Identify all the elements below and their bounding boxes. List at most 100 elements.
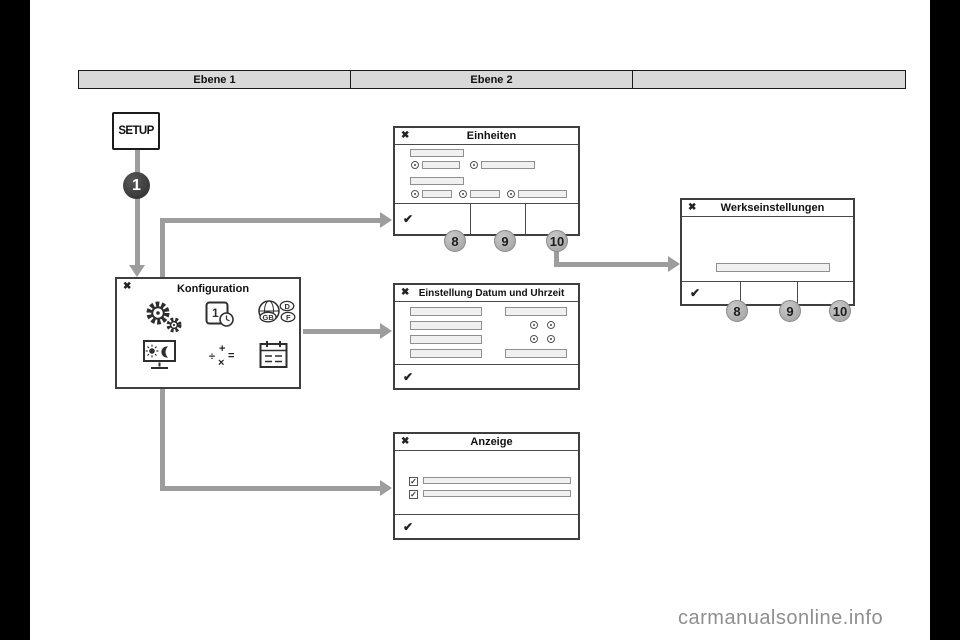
konfiguration-dialog: ✖ Konfiguration 1 bbox=[115, 277, 301, 389]
footer-button-cell bbox=[470, 204, 525, 234]
input-field bbox=[410, 307, 482, 316]
display-day-night-icon bbox=[143, 340, 179, 376]
level-2-header: Ebene 2 bbox=[351, 71, 633, 88]
level-1-header: Ebene 1 bbox=[79, 71, 351, 88]
konfiguration-title: Konfiguration bbox=[176, 283, 250, 295]
input-field bbox=[481, 161, 535, 169]
key-badge-9: 9 bbox=[494, 230, 516, 252]
level-3-header bbox=[633, 71, 905, 88]
input-field bbox=[423, 490, 571, 497]
input-field bbox=[518, 190, 567, 198]
radio-button bbox=[530, 335, 538, 343]
system-settings-icon bbox=[143, 299, 187, 340]
arrow-setup-to-konfiguration-head bbox=[129, 265, 145, 277]
close-icon: ✖ bbox=[401, 287, 410, 298]
calendar-icon bbox=[259, 340, 289, 374]
level-header-bar: Ebene 1 Ebene 2 bbox=[78, 70, 906, 89]
input-field bbox=[470, 190, 500, 198]
confirm-icon: ✔ bbox=[403, 519, 414, 534]
input-field bbox=[410, 321, 482, 330]
radio-button bbox=[547, 335, 555, 343]
units-math-icon: + ÷ × = bbox=[209, 343, 235, 369]
arrow-einheiten-to-werkseinstellungen-hline bbox=[554, 262, 668, 267]
footer-button-cell: ✔ bbox=[395, 365, 578, 388]
key-badge-10: 10 bbox=[829, 300, 851, 322]
scan-edge-right bbox=[930, 0, 960, 640]
werkseinstellungen-dialog: ✖ Werkseinstellungen ✔ bbox=[680, 198, 855, 306]
checkbox-icon: ✓ bbox=[409, 477, 418, 486]
input-field bbox=[410, 349, 482, 358]
einheiten-footer: ✔ bbox=[395, 203, 578, 234]
key-badge-9: 9 bbox=[779, 300, 801, 322]
watermark: carmanualsonline.info bbox=[678, 607, 884, 629]
radio-button bbox=[470, 161, 478, 169]
language-icon: GB D F bbox=[255, 297, 297, 333]
datum-uhrzeit-dialog: ✖ Einstellung Datum und Uhrzeit ✔ bbox=[393, 283, 580, 390]
input-field bbox=[505, 307, 567, 316]
input-field bbox=[716, 263, 830, 272]
einheiten-titlebar: ✖ Einheiten bbox=[395, 128, 578, 145]
werkseinstellungen-footer: ✔ bbox=[682, 281, 853, 304]
anzeige-footer: ✔ bbox=[395, 514, 578, 538]
date-time-icon: 1 bbox=[205, 301, 235, 333]
footer-button-cell bbox=[797, 282, 853, 304]
einheiten-dialog: ✖ Einheiten ✔ bbox=[393, 126, 580, 236]
footer-button-cell bbox=[740, 282, 797, 304]
input-field bbox=[505, 349, 567, 358]
arrow-konfiguration-to-einheiten-head bbox=[380, 212, 392, 228]
setup-button-label: SETUP bbox=[118, 125, 154, 137]
svg-text:GB: GB bbox=[263, 313, 275, 322]
close-icon: ✖ bbox=[401, 130, 410, 141]
footer-button-cell: ✔ bbox=[395, 515, 578, 538]
svg-text:F: F bbox=[286, 313, 291, 322]
werkseinstellungen-titlebar: ✖ Werkseinstellungen bbox=[682, 200, 853, 217]
anzeige-dialog: ✖ Anzeige ✓ ✓ ✔ bbox=[393, 432, 580, 540]
confirm-icon: ✔ bbox=[403, 212, 414, 226]
key-badge-8: 8 bbox=[726, 300, 748, 322]
radio-button bbox=[411, 190, 419, 198]
anzeige-title: Anzeige bbox=[470, 436, 513, 448]
arrow-konfiguration-to-einheiten-hline bbox=[160, 218, 380, 223]
arrow-einheiten-to-werkseinstellungen-head bbox=[668, 256, 680, 272]
setup-button: SETUP bbox=[112, 112, 160, 150]
input-field bbox=[422, 161, 460, 169]
arrow-konfiguration-to-einheiten-vline bbox=[160, 218, 165, 277]
input-field bbox=[422, 190, 452, 198]
svg-text:1: 1 bbox=[212, 306, 219, 320]
close-icon: ✖ bbox=[123, 281, 132, 292]
step-badge-1: 1 bbox=[123, 172, 150, 199]
footer-button-cell: ✔ bbox=[682, 282, 740, 304]
input-field bbox=[410, 335, 482, 344]
arrow-konfiguration-to-datum-line bbox=[303, 329, 380, 334]
arrow-konfiguration-to-anzeige-vline bbox=[160, 389, 165, 491]
arrow-konfiguration-to-anzeige-head bbox=[380, 480, 392, 496]
arrow-setup-to-konfiguration-line bbox=[135, 150, 140, 265]
anzeige-titlebar: ✖ Anzeige bbox=[395, 434, 578, 451]
einheiten-title: Einheiten bbox=[466, 130, 517, 142]
scan-edge-left bbox=[0, 0, 30, 640]
footer-button-cell bbox=[525, 204, 578, 234]
confirm-icon: ✔ bbox=[403, 369, 414, 384]
radio-button bbox=[530, 321, 538, 329]
datum-uhrzeit-footer: ✔ bbox=[395, 364, 578, 388]
radio-button bbox=[411, 161, 419, 169]
konfiguration-titlebar: ✖ Konfiguration bbox=[117, 279, 299, 299]
radio-button bbox=[547, 321, 555, 329]
close-icon: ✖ bbox=[401, 436, 410, 447]
input-field bbox=[410, 149, 464, 157]
checkbox-icon: ✓ bbox=[409, 490, 418, 499]
radio-button bbox=[459, 190, 467, 198]
key-badge-10: 10 bbox=[546, 230, 568, 252]
close-icon: ✖ bbox=[688, 202, 697, 213]
datum-uhrzeit-title: Einstellung Datum und Uhrzeit bbox=[418, 288, 565, 299]
footer-button-cell: ✔ bbox=[395, 204, 470, 234]
svg-text:D: D bbox=[285, 302, 291, 311]
radio-button bbox=[507, 190, 515, 198]
confirm-icon: ✔ bbox=[690, 286, 701, 300]
input-field bbox=[410, 177, 464, 185]
arrow-konfiguration-to-datum-head bbox=[380, 323, 392, 339]
datum-uhrzeit-titlebar: ✖ Einstellung Datum und Uhrzeit bbox=[395, 285, 578, 302]
arrow-einheiten-to-werkseinstellungen-vline bbox=[554, 248, 559, 265]
key-badge-8: 8 bbox=[444, 230, 466, 252]
